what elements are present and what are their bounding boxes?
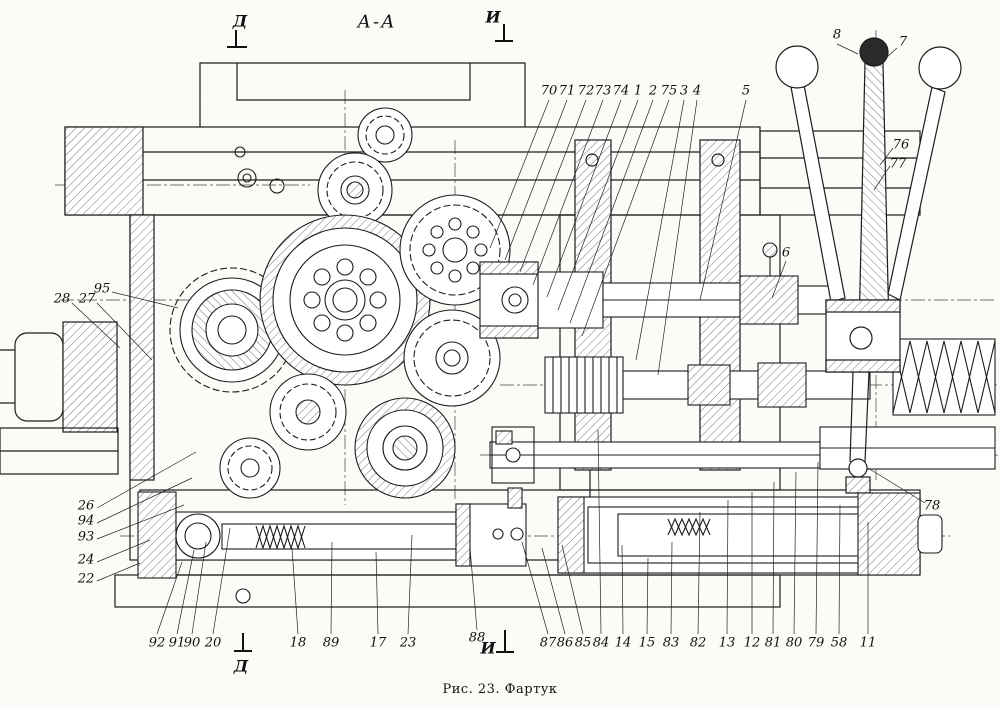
callout-74: 74 xyxy=(612,83,630,99)
callout-14: 14 xyxy=(614,635,632,651)
section-marker-d-top: Д xyxy=(232,11,248,31)
callout-2: 2 xyxy=(648,83,658,99)
section-marker-d-bottom: Д xyxy=(233,656,249,676)
callout-6: 6 xyxy=(781,245,791,261)
callout-22: 22 xyxy=(77,571,95,587)
callout-94: 94 xyxy=(77,513,95,529)
worm-shaft xyxy=(544,356,871,414)
callout-86: 86 xyxy=(556,635,574,651)
callout-13: 13 xyxy=(718,635,736,651)
section-marker-i-top: И xyxy=(485,7,501,27)
section-title-a-a: А-А xyxy=(357,11,397,33)
callout-5: 5 xyxy=(741,83,751,99)
callout-15: 15 xyxy=(638,635,656,651)
callout-71: 71 xyxy=(558,83,576,99)
left-boss xyxy=(0,321,119,475)
section-marks xyxy=(227,24,514,653)
callout-7: 7 xyxy=(898,34,908,50)
callout-3: 3 xyxy=(679,83,689,99)
callout-70: 70 xyxy=(540,83,558,99)
callout-81: 81 xyxy=(764,635,782,651)
callout-90: 90 xyxy=(183,635,201,651)
callout-89: 89 xyxy=(322,635,340,651)
callout-95: 95 xyxy=(93,281,111,297)
callout-76: 76 xyxy=(892,137,910,153)
callout-1: 1 xyxy=(633,83,643,99)
callout-85: 85 xyxy=(574,635,592,651)
callout-84: 84 xyxy=(592,635,610,651)
callout-88: 88 xyxy=(468,630,486,646)
leader-lines xyxy=(71,43,926,635)
callout-11: 11 xyxy=(859,635,877,651)
lever-assembly xyxy=(775,37,962,494)
callout-4: 4 xyxy=(692,83,702,99)
callout-87: 87 xyxy=(539,635,557,651)
callout-77: 77 xyxy=(889,156,907,172)
callout-93: 93 xyxy=(77,529,95,545)
callout-72: 72 xyxy=(577,83,595,99)
callout-91: 91 xyxy=(168,635,186,651)
clutch-shaft xyxy=(479,242,833,339)
lead-screw xyxy=(819,338,996,470)
callout-83: 83 xyxy=(662,635,680,651)
callout-78: 78 xyxy=(923,498,941,514)
callout-73: 73 xyxy=(594,83,612,99)
callout-12: 12 xyxy=(743,635,761,651)
callout-79: 79 xyxy=(807,635,825,651)
callout-18: 18 xyxy=(289,635,307,651)
callout-23: 23 xyxy=(399,635,417,651)
callout-26: 26 xyxy=(77,498,95,514)
callout-82: 82 xyxy=(689,635,707,651)
callout-17: 17 xyxy=(369,635,387,651)
callout-24: 24 xyxy=(77,552,95,568)
section-marker-i-bottom: И xyxy=(480,638,496,658)
callout-8: 8 xyxy=(832,27,842,43)
bottom-mechanism xyxy=(137,487,943,604)
callout-28: 28 xyxy=(53,291,71,307)
gear-train xyxy=(169,107,511,499)
callout-58: 58 xyxy=(830,635,848,651)
control-shaft xyxy=(489,426,872,484)
callout-20: 20 xyxy=(204,635,222,651)
callout-80: 80 xyxy=(785,635,803,651)
callout-75: 75 xyxy=(660,83,678,99)
callout-27: 27 xyxy=(78,291,96,307)
figure-caption: Рис. 23. Фартук xyxy=(442,682,558,697)
callout-92: 92 xyxy=(148,635,166,651)
